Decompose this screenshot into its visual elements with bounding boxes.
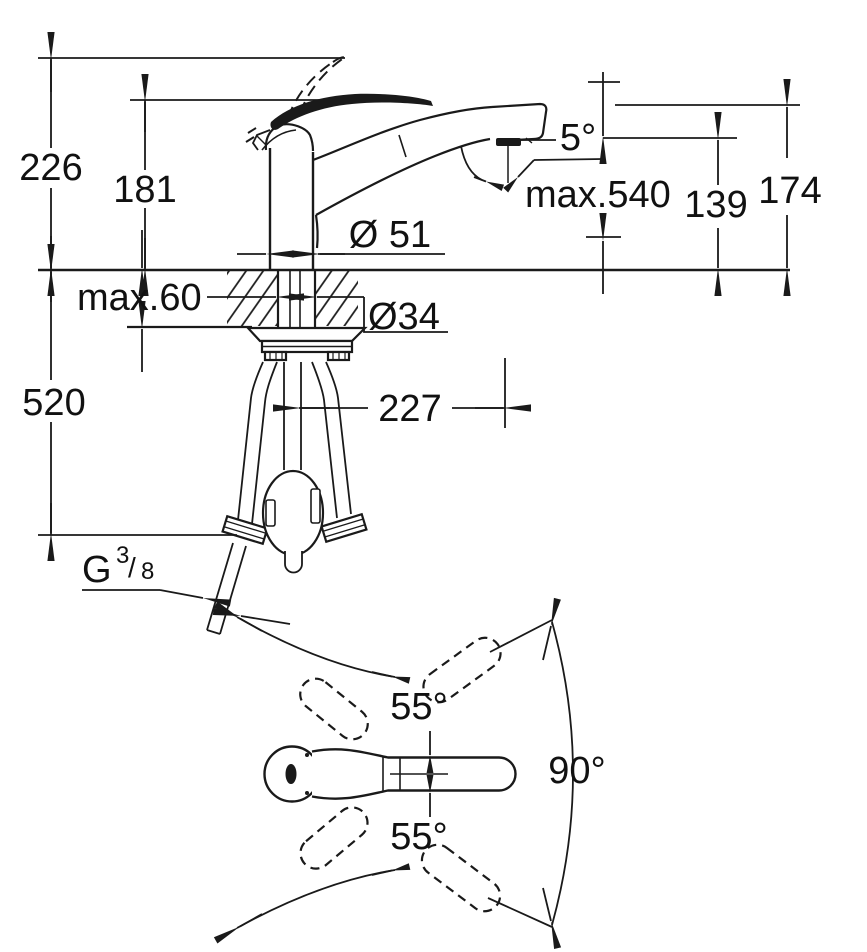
- dim-label-max60: max.60: [77, 277, 202, 319]
- handle-plan: [263, 745, 517, 803]
- mounting-hardware: [245, 326, 368, 362]
- dim-label-174: 174: [758, 170, 821, 212]
- dim-label-226: 226: [19, 147, 82, 189]
- dim-label-max540: max.540: [525, 174, 671, 216]
- thread-label-g: G: [82, 549, 112, 591]
- pullout-direction-arrow: [460, 145, 483, 181]
- dim-label-o34: Ø34: [368, 296, 440, 338]
- angle-label-90: 90°: [548, 750, 605, 792]
- hose-connector-right: [320, 512, 368, 544]
- hose-connector-left: [221, 514, 269, 546]
- dim-label-o51: Ø 51: [349, 214, 431, 256]
- dim-label-139: 139: [684, 184, 747, 226]
- dim-label-181: 181: [113, 169, 176, 211]
- thread-label-numerator: 3: [116, 542, 129, 569]
- faucet-body: [245, 56, 548, 270]
- thread-label-denominator: 8: [141, 558, 154, 585]
- angle-label-55-upper: 55°: [390, 686, 447, 728]
- hose-weight: [261, 469, 325, 574]
- side-view: 226 181 max.60 Ø34 Ø 51 520 227 139 174 …: [19, 32, 822, 635]
- angle-dimensions: [213, 597, 574, 950]
- supply-hoses: [206, 361, 368, 635]
- dim-label-227: 227: [378, 388, 441, 430]
- counter-section-hatch: [227, 271, 358, 326]
- handle-positions-dashed: [299, 636, 502, 913]
- thread-label-slash: /: [128, 552, 136, 583]
- dim-label-520: 520: [22, 382, 85, 424]
- plan-view: 55° 55° 90°: [213, 597, 606, 950]
- handle-side: [270, 93, 433, 130]
- faucet-shank: [276, 270, 317, 328]
- dim-label-5deg: 5°: [560, 117, 596, 159]
- dimension-lines: [38, 32, 800, 625]
- angle-label-55-lower: 55°: [390, 816, 447, 858]
